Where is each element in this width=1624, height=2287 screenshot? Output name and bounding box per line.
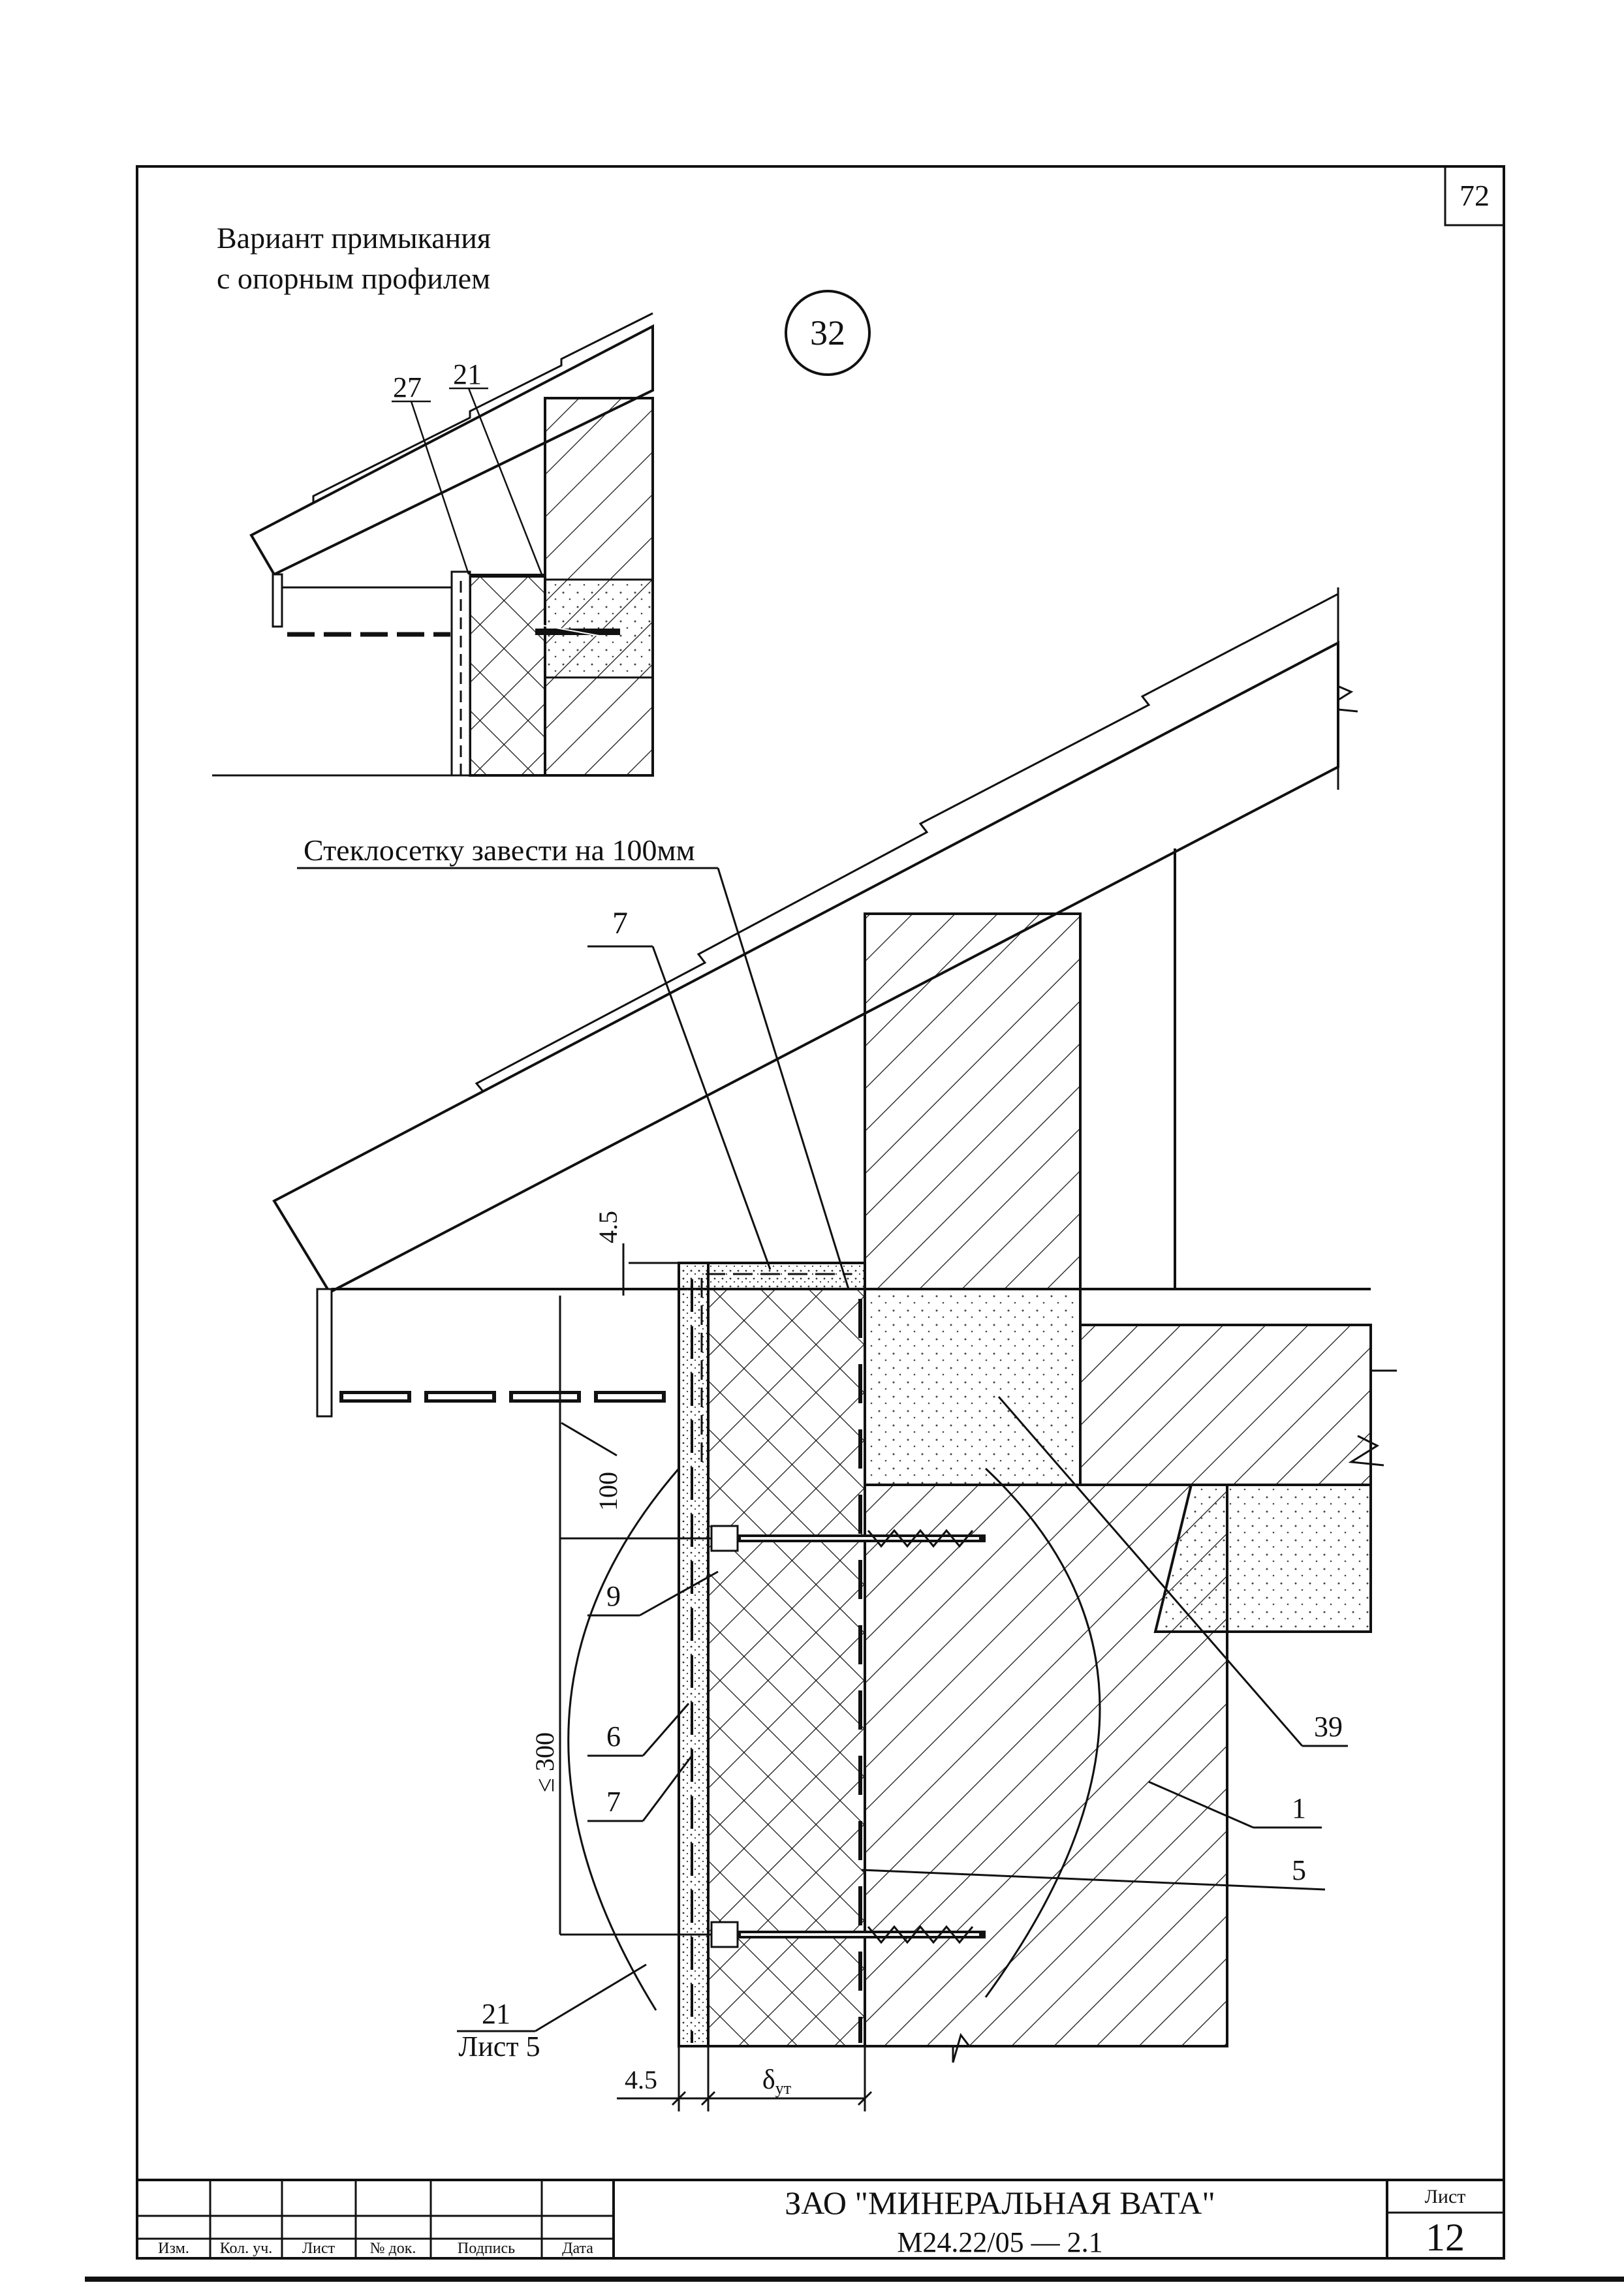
dim-bottom-gap-label: 4.5 <box>625 2065 657 2094</box>
floor-slab <box>1079 1324 1372 1486</box>
callout-sheet-ref: Лист 5 <box>458 2030 540 2062</box>
mesh-note: Стеклосетку завести на 100мм <box>304 833 695 867</box>
detail-marker-number: 32 <box>810 313 845 352</box>
inset-leader-27 <box>410 401 470 575</box>
detail-marker-circle <box>785 290 871 376</box>
leader-39 <box>997 1396 1304 1747</box>
dim-insulation-label: δут <box>762 2065 791 2098</box>
tb-col-rev: Изм. <box>158 2240 189 2257</box>
leader-5 <box>861 1869 1326 1891</box>
leader-21-ref <box>535 1963 647 2032</box>
inset-label-21: 21 <box>453 358 482 390</box>
dim-overlap-label: 100 <box>593 1472 623 1511</box>
callout-7-top: 7 <box>612 906 628 941</box>
tb-sheet-number: 12 <box>1426 2216 1465 2259</box>
main-detail <box>272 587 1397 2111</box>
callout-6: 6 <box>606 1720 621 1752</box>
render-layer <box>678 1262 710 2047</box>
leader-9 <box>639 1570 719 1617</box>
zoom-arc-left <box>567 1468 680 2011</box>
inset-detail: 27 21 <box>212 312 654 777</box>
inset-leader-21 <box>467 388 543 575</box>
main-roof <box>272 640 1339 1294</box>
variant-title-line2: с опорным профилем <box>217 262 490 295</box>
drawing-frame <box>136 165 1505 2260</box>
tb-company: ЗАО "МИНЕРАЛЬНАЯ ВАТА" <box>785 2185 1215 2221</box>
dim-spacing-label: ≤ 300 <box>530 1732 559 1792</box>
zoom-arc-right <box>984 1467 1101 1998</box>
leader-7-top <box>651 946 772 1270</box>
inset-roof-shingles <box>251 312 653 537</box>
variant-title-line1: Вариант примыкания <box>217 221 491 255</box>
tb-col-signature: Подпись <box>458 2240 515 2257</box>
title-block <box>137 2179 1504 2258</box>
tb-sheet-label: Лист <box>1425 2186 1466 2207</box>
tb-col-qty: Кол. уч. <box>220 2240 273 2257</box>
callout-5: 5 <box>1292 1854 1306 1886</box>
inset-roof <box>249 324 654 576</box>
main-roof-shingles <box>273 593 1339 1202</box>
leader-7-low <box>642 1755 693 1822</box>
tb-col-date: Дата <box>562 2240 593 2257</box>
anchor-upper <box>710 1525 986 1552</box>
corner-number-box <box>1444 165 1505 226</box>
callout-21-ref: 21 <box>482 1998 510 2030</box>
leader-6 <box>642 1703 690 1756</box>
tb-col-sheet: Лист <box>302 2240 336 2257</box>
corner-sheet-number: 72 <box>1460 179 1490 212</box>
upper-wall <box>864 912 1082 1290</box>
wall-break <box>865 2032 1227 2063</box>
dim-top-gap-label: 4.5 <box>593 1211 623 1243</box>
callout-7-low: 7 <box>606 1786 621 1818</box>
callout-1: 1 <box>1292 1792 1306 1824</box>
tb-doc-code: М24.22/05 — 2.1 <box>897 2226 1102 2258</box>
main-fascia <box>316 1288 333 1418</box>
callout-39: 39 <box>1314 1711 1343 1743</box>
inset-insulation <box>469 574 546 777</box>
inset-fascia <box>272 573 283 628</box>
tb-col-doc: № док. <box>370 2240 416 2257</box>
main-wall <box>864 1484 1228 2047</box>
mesh-note-leader <box>717 867 850 1290</box>
insulation-board <box>707 1288 866 2047</box>
callout-9: 9 <box>606 1580 621 1612</box>
leader-1 <box>1148 1781 1254 1829</box>
inset-label-27: 27 <box>393 371 422 403</box>
concrete-lintel <box>864 1288 1082 1486</box>
